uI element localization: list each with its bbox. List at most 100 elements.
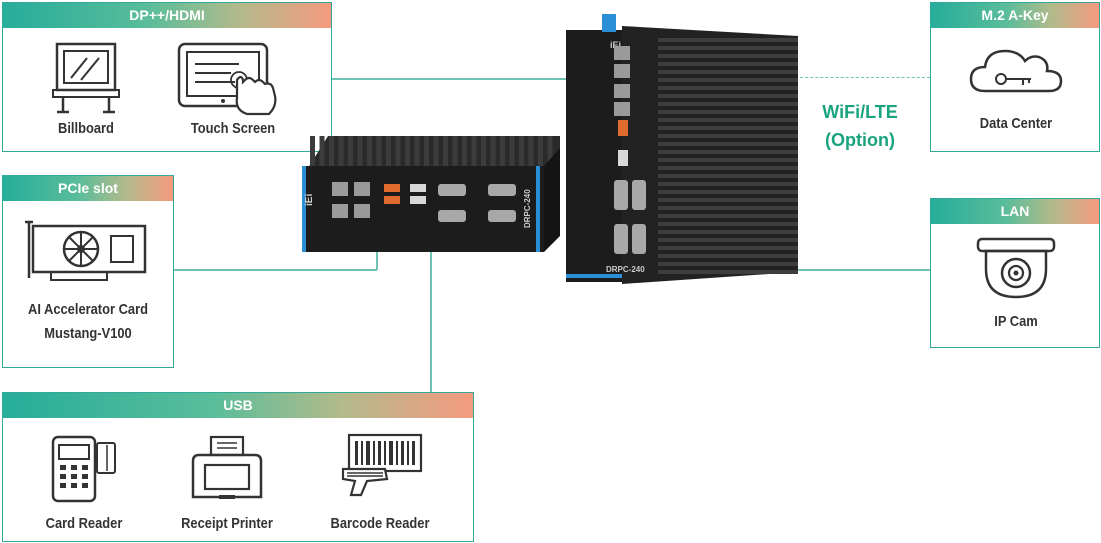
billboard-label: Billboard — [58, 120, 114, 137]
display-group: DP++/HDMI Billboard Touch Screen — [2, 2, 332, 152]
heatsink-fin — [509, 136, 515, 168]
heatsink-fin — [367, 136, 372, 168]
heatsink-fin — [658, 198, 798, 202]
heatsink-fin — [658, 190, 798, 194]
heatsink-fin — [658, 110, 798, 114]
heatsink-fin — [658, 102, 798, 106]
heatsink-fin — [658, 182, 798, 186]
heatsink-fin — [658, 142, 798, 146]
heatsink-fin — [658, 86, 798, 90]
pcie-group-title: PCIe slot — [3, 176, 173, 201]
heatsink-fin — [658, 222, 798, 226]
touch-screen-label: Touch Screen — [190, 120, 276, 137]
heatsink-fin — [658, 174, 798, 178]
card-reader-item: Card Reader — [29, 433, 139, 532]
wifi-lte-label: WiFi/LTE (Option) — [810, 98, 910, 154]
heatsink-fin — [658, 206, 798, 210]
heatsink-fin — [357, 136, 363, 168]
heatsink-fin — [338, 136, 344, 168]
heatsink-fin — [471, 136, 477, 168]
receipt-printer-label: Receipt Printer — [181, 515, 273, 532]
usb-group-title: USB — [3, 393, 473, 418]
heatsink-fin — [658, 70, 798, 74]
ip-cam-label: IP Cam — [994, 313, 1038, 330]
usb-group: USB Card Reader Receipt Printer — [2, 392, 474, 542]
heatsink-fin — [538, 136, 543, 168]
heatsink-fin — [395, 136, 401, 168]
ip-cam-icon — [976, 237, 1056, 299]
heatsink-fin — [658, 270, 798, 274]
heatsink-fin — [658, 94, 798, 98]
device-brand: iEi — [304, 194, 315, 206]
heatsink-fin — [658, 54, 798, 58]
device-model-h: DRPC-240 — [523, 189, 532, 228]
heatsink-fin — [658, 78, 798, 82]
data-center-label: Data Center — [979, 115, 1053, 132]
connector-pcie — [172, 269, 377, 271]
heatsink-fin — [658, 262, 798, 266]
heatsink-fin — [658, 38, 798, 42]
heatsink-fin — [500, 136, 505, 168]
heatsink-fin — [528, 136, 534, 168]
mustang-label: Mustang-V100 — [44, 325, 132, 342]
heatsink-fin — [386, 136, 391, 168]
ai-accelerator-item: AI Accelerator Card Mustang-V100 — [7, 218, 169, 346]
device-vertical: iEi DRPC-240 — [566, 14, 798, 284]
heatsink-fin — [433, 136, 439, 168]
heatsink-fin — [658, 62, 798, 66]
billboard-icon — [52, 42, 120, 114]
connector-m2-dashed — [800, 77, 930, 78]
wifi-line1: WiFi/LTE — [822, 102, 898, 122]
heatsink-fin — [658, 230, 798, 234]
card-reader-label: Card Reader — [45, 515, 123, 532]
accelerator-card-icon — [25, 220, 147, 281]
heatsink-fin — [443, 136, 448, 168]
heatsink-fin — [414, 136, 420, 168]
heatsink-fin — [658, 214, 798, 218]
heatsink-fin — [376, 136, 382, 168]
m2-group: M.2 A-Key Data Center — [930, 2, 1100, 152]
heatsink-fin — [658, 254, 798, 258]
wifi-line2: (Option) — [825, 130, 895, 150]
heatsink-fin — [547, 136, 553, 168]
heatsink-fin — [405, 136, 410, 168]
device-model-v: DRPC-240 — [606, 265, 645, 274]
heatsink-fin — [658, 134, 798, 138]
heatsink-fin — [658, 150, 798, 154]
ai-accelerator-label: AI Accelerator Card — [28, 301, 148, 318]
heatsink-fin — [490, 136, 496, 168]
cloud-icon — [969, 49, 1063, 93]
barcode-reader-label: Barcode Reader — [330, 515, 430, 532]
lan-group: LAN IP Cam — [930, 198, 1100, 348]
receipt-printer-item: Receipt Printer — [171, 433, 283, 532]
heatsink-fin — [658, 46, 798, 50]
device-brand-v: iEi — [610, 40, 621, 50]
barcode-reader-icon — [341, 433, 423, 497]
lan-group-title: LAN — [931, 199, 1099, 224]
connector-usb — [430, 250, 432, 392]
m2-group-title: M.2 A-Key — [931, 3, 1099, 28]
heatsink-fin — [452, 136, 458, 168]
heatsink-fin — [658, 246, 798, 250]
data-center-item: Data Center — [941, 39, 1091, 132]
heatsink-fin — [329, 136, 334, 168]
heatsink-fin — [319, 136, 325, 168]
device-horizontal: iEi DRPC-240 — [302, 136, 560, 252]
heatsink-fin — [424, 136, 429, 168]
heatsink-fin — [348, 136, 353, 168]
heatsink-fin — [658, 166, 798, 170]
heatsink-fin — [658, 126, 798, 130]
heatsink-fin — [462, 136, 467, 168]
heatsink-fin — [658, 238, 798, 242]
heatsink-fin — [658, 158, 798, 162]
connector-pcie-v — [376, 248, 378, 270]
connector-lan — [770, 269, 930, 271]
card-reader-icon — [51, 435, 116, 503]
heatsink-fin — [519, 136, 524, 168]
heatsink-fin — [310, 136, 315, 168]
receipt-printer-icon — [191, 435, 263, 499]
connector-display — [330, 78, 570, 80]
billboard-item: Billboard — [41, 40, 131, 137]
barcode-reader-item: Barcode Reader — [321, 433, 439, 532]
ip-cam-item: IP Cam — [941, 235, 1091, 330]
